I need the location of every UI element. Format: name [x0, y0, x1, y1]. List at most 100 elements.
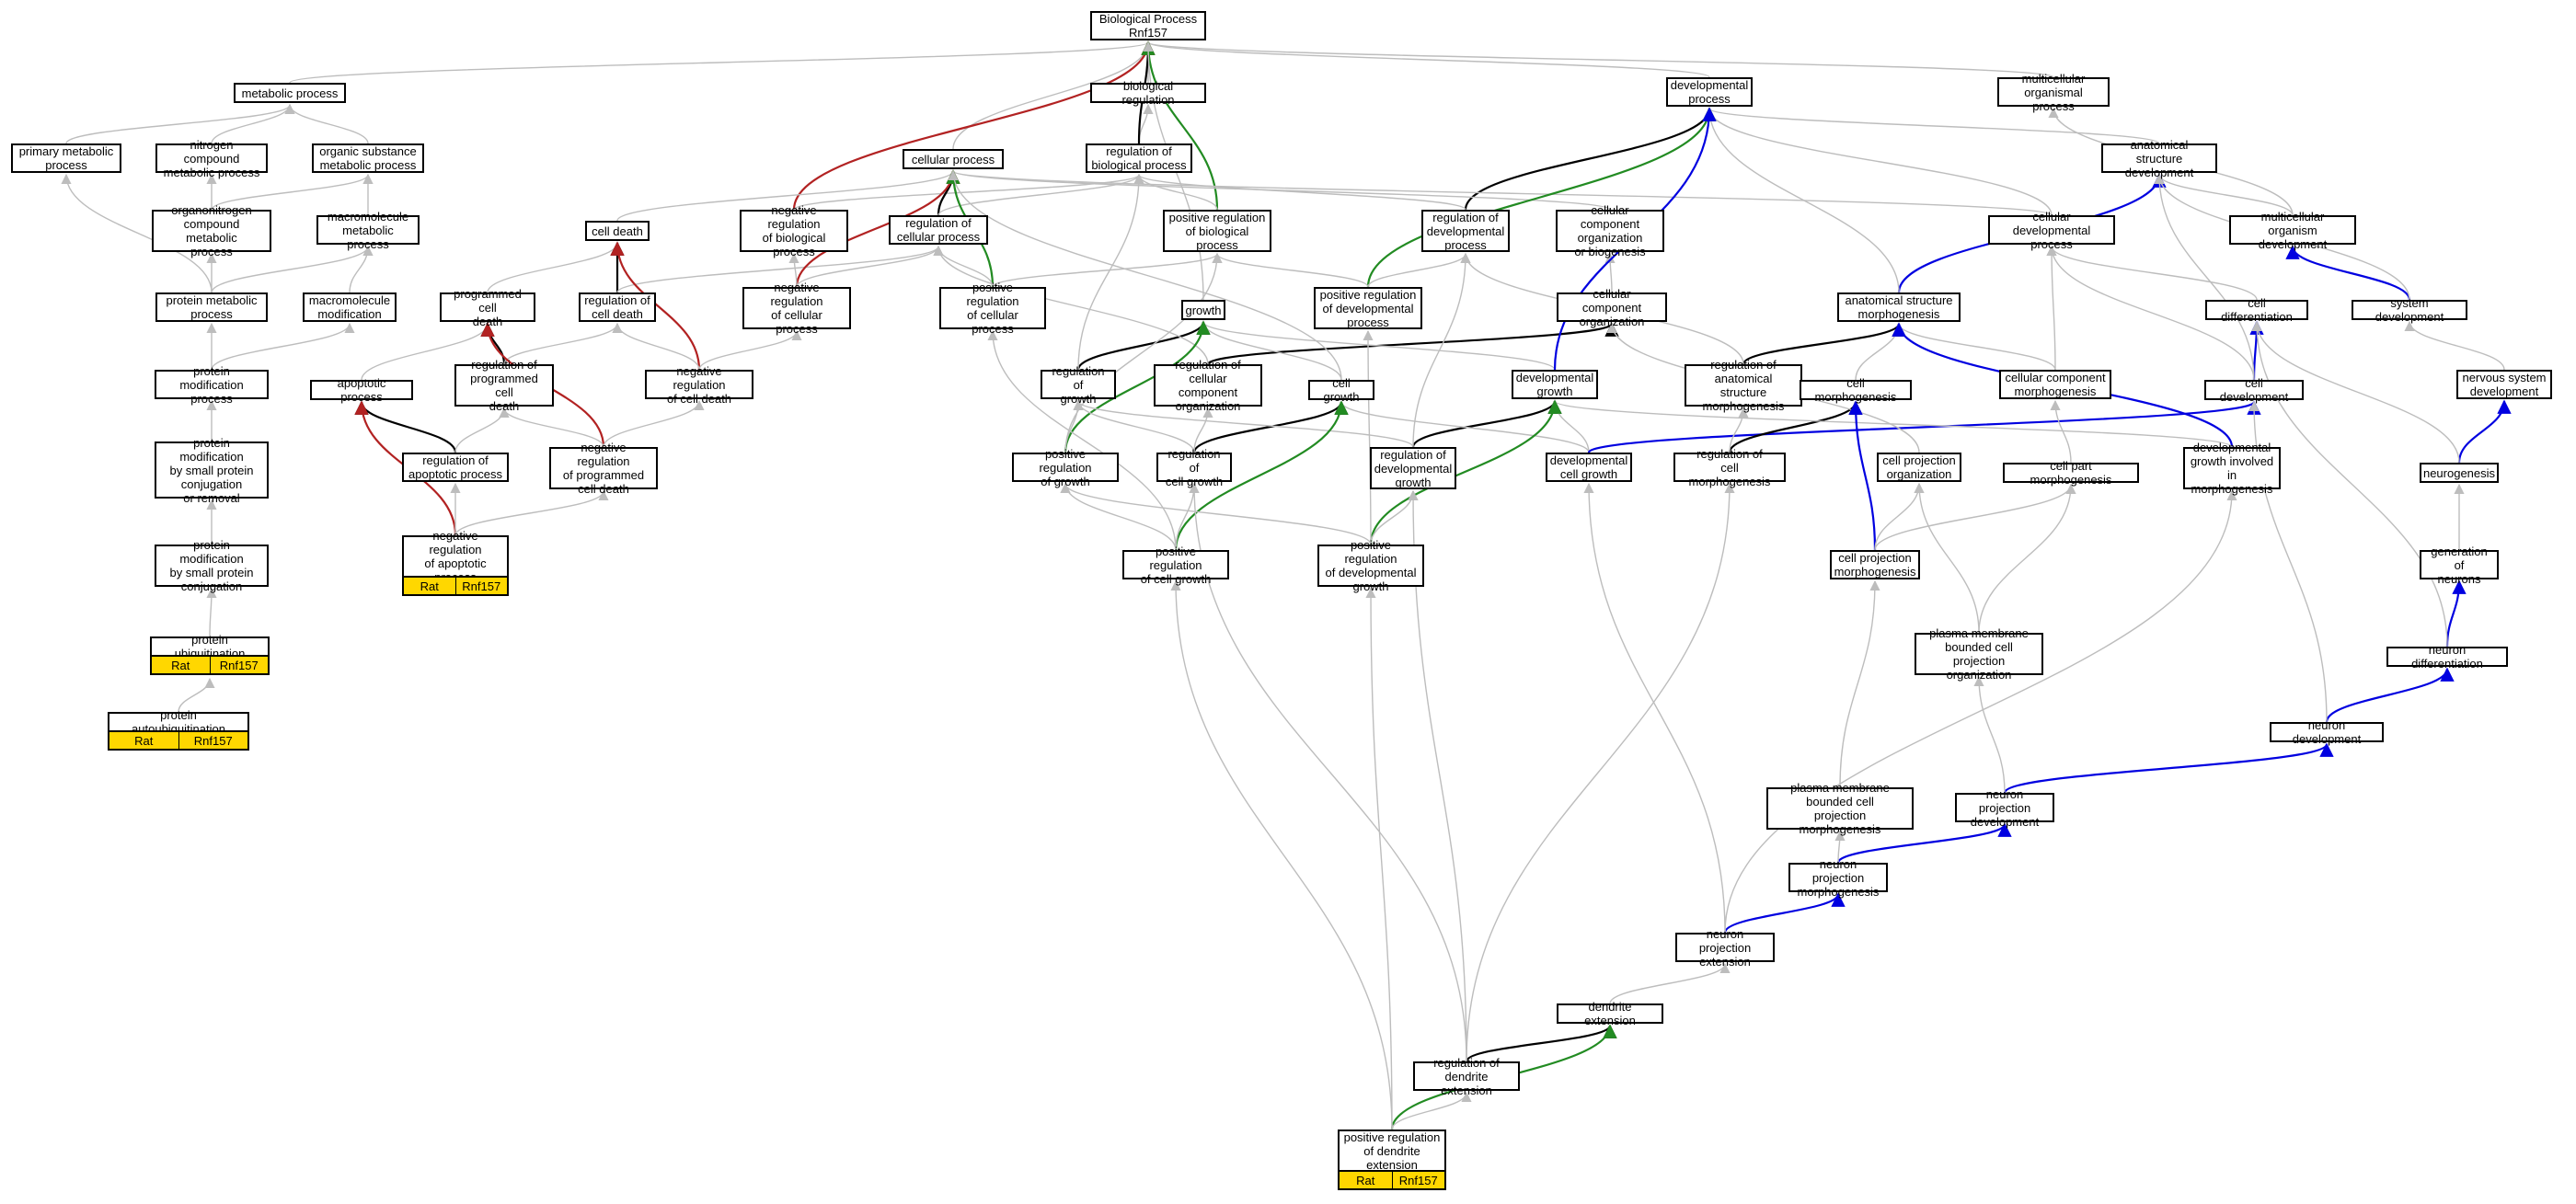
go-term-negregapop[interactable]: negative regulation of apoptotic process: [402, 529, 509, 584]
edge-regapop-to-apoptotic: [354, 400, 457, 453]
go-term-progdeath[interactable]: programmed cell death: [440, 287, 535, 328]
go-term-anatdev[interactable]: anatomical structure development: [2101, 138, 2217, 179]
go-term-posregdevgrowth[interactable]: positive regulation of developmental gro…: [1317, 538, 1424, 593]
go-term-posregcell[interactable]: positive regulation of cellular process: [939, 281, 1046, 336]
go-term-organic[interactable]: organic substance metabolic process: [312, 143, 424, 173]
edge-posregdevgrowth-to-posregdev: [1363, 329, 1374, 545]
go-term-regprogdeath[interactable]: regulation of programmed cell death: [454, 358, 554, 413]
go-term-cellmorph[interactable]: cell morphogenesis: [1800, 376, 1912, 404]
go-term-devproc[interactable]: developmental process: [1666, 77, 1753, 107]
edge-cellprojmorph-to-cpm: [1874, 483, 2076, 551]
go-term-posregdendext[interactable]: positive regulation of dendrite extensio…: [1338, 1129, 1446, 1172]
edge-npdev-to-neurondev: [2003, 742, 2334, 794]
go-term-npdev[interactable]: neuron projection development: [1955, 787, 2054, 829]
go-term-devgrowth[interactable]: developmental growth: [1512, 370, 1598, 399]
edge-devgrowth-to-growth: [1198, 320, 1556, 371]
go-term-growth[interactable]: growth: [1181, 300, 1225, 320]
go-term-protmet[interactable]: protein metabolic process: [155, 292, 268, 322]
go-term-protmodremoval[interactable]: protein modification by small protein co…: [155, 436, 269, 505]
go-term-metabolic[interactable]: metabolic process: [234, 83, 346, 103]
go-term-regcco[interactable]: regulation of cellular component organiz…: [1154, 358, 1262, 413]
edge-protubiq-to-protmodconj: [206, 587, 217, 637]
go-term-posregbio[interactable]: positive regulation of biological proces…: [1163, 210, 1271, 252]
go-term-protmodproc[interactable]: protein modification process: [155, 364, 269, 406]
go-term-dendext[interactable]: dendrite extension: [1557, 1000, 1663, 1027]
go-term-regasm[interactable]: regulation of anatomical structure morph…: [1685, 358, 1802, 413]
annotation-species: Rat: [171, 658, 190, 672]
go-term-cco[interactable]: cellular component organization: [1557, 287, 1667, 328]
go-term-celldevproc[interactable]: cellular developmental process: [1988, 210, 2115, 251]
go-term-negregbio[interactable]: negative regulation of biological proces…: [740, 203, 848, 258]
go-term-neurondev[interactable]: neuron development: [2270, 718, 2384, 746]
go-term-ccob[interactable]: cellular component organization or bioge…: [1556, 203, 1664, 258]
go-term-protmodconj[interactable]: protein modification by small protein co…: [155, 538, 269, 593]
edge-celldev-to-celldevproc: [2046, 245, 2255, 381]
go-term-neurogenesis[interactable]: neurogenesis: [2420, 463, 2499, 483]
edge-cellproc-to-root: [952, 40, 1154, 150]
go-term-negregprogdeath[interactable]: negative regulation of programmed cell d…: [549, 441, 658, 496]
go-term-cpm[interactable]: cell part morphogenesis: [2003, 459, 2139, 487]
go-term-posregcellgrowth[interactable]: positive regulation of cell growth: [1122, 545, 1229, 586]
go-term-macromod[interactable]: macromolecule modification: [303, 292, 397, 322]
edge-negregprogdeath-to-regprogdeath: [499, 407, 604, 448]
edge-cco-to-ccob: [1604, 252, 1616, 293]
edge-neurondiff-to-celldiff: [2251, 320, 2448, 648]
go-term-multiorg[interactable]: multicellular organismal process: [1997, 72, 2110, 113]
go-term-posregdev[interactable]: positive regulation of developmental pro…: [1314, 287, 1422, 329]
go-term-neurondiff[interactable]: neuron differentiation: [2386, 643, 2508, 671]
go-term-apoptotic[interactable]: apoptotic process: [310, 376, 413, 404]
edge-cellprojmorph-to-cpo: [1874, 482, 1925, 551]
go-term-organonitro[interactable]: organonitrogen compound metabolic proces…: [152, 203, 271, 258]
annotation-species: Rat: [134, 733, 154, 748]
go-term-negregcelldeath[interactable]: negative regulation of cell death: [645, 364, 753, 406]
go-term-primmet[interactable]: primary metabolic process: [11, 143, 121, 173]
go-term-regdevgrowth[interactable]: regulation of developmental growth: [1370, 447, 1456, 489]
go-term-protubiq[interactable]: protein ubiquitination: [150, 633, 270, 660]
go-term-macromet[interactable]: macromolecule metabolic process: [316, 210, 420, 251]
go-term-bioreg[interactable]: biological regulation: [1090, 79, 1206, 107]
edge-organonitro-to-organic: [211, 173, 374, 211]
go-term-cellgrowth[interactable]: cell growth: [1308, 376, 1374, 404]
go-term-nsdev[interactable]: nervous system development: [2456, 370, 2552, 399]
go-term-celldiff[interactable]: cell differentiation: [2205, 296, 2308, 324]
go-term-cellprojmorph[interactable]: cell projection morphogenesis: [1830, 550, 1920, 579]
go-term-ccm[interactable]: cellular component morphogenesis: [1999, 370, 2111, 399]
go-term-regcellmorph[interactable]: regulation of cell morphogenesis: [1673, 447, 1786, 488]
edge-regcelldeath-to-regcell: [616, 245, 944, 293]
go-term-asm[interactable]: anatomical structure morphogenesis: [1837, 292, 1961, 322]
annotation-gene: Rnf157: [178, 732, 248, 749]
go-term-regbio[interactable]: regulation of biological process: [1086, 143, 1192, 173]
edge-regapop-to-regprogdeath: [454, 407, 510, 453]
go-term-regapop[interactable]: regulation of apoptotic process: [402, 453, 509, 482]
go-term-devcellgrowth[interactable]: developmental cell growth: [1546, 453, 1632, 482]
go-term-celldeath[interactable]: cell death: [585, 221, 650, 241]
go-term-regdev[interactable]: regulation of developmental process: [1421, 210, 1510, 252]
edge-posregcellgrowth-to-cellgrowth: [1174, 400, 1349, 551]
go-term-negregcell[interactable]: negative regulation of cellular process: [742, 281, 851, 336]
go-term-regdendext[interactable]: regulation of dendrite extension: [1413, 1056, 1520, 1097]
go-term-cpo[interactable]: cell projection organization: [1877, 453, 1961, 482]
go-term-regcelldeath[interactable]: regulation of cell death: [579, 292, 656, 322]
edge-organic-to-metabolic: [284, 103, 369, 144]
go-term-pmbcpo[interactable]: plasma membrane bounded cell projection …: [1915, 626, 2043, 682]
go-term-root[interactable]: Biological Process Rnf157: [1090, 11, 1206, 40]
go-term-celldev[interactable]: cell development: [2204, 376, 2304, 404]
edge-negregcelldeath-to-negregcell: [698, 329, 802, 371]
go-term-multidev[interactable]: multicellular organism development: [2229, 210, 2356, 251]
go-term-sysdev[interactable]: system development: [2352, 296, 2467, 324]
go-term-pmbcpm[interactable]: plasma membrane bounded cell projection …: [1766, 781, 1914, 836]
go-term-regcell[interactable]: regulation of cellular process: [889, 215, 988, 245]
go-term-regcellgrowth[interactable]: regulation of cell growth: [1156, 447, 1232, 488]
go-term-cellproc[interactable]: cellular process: [903, 149, 1004, 169]
go-term-protautoubiq[interactable]: protein autoubiquitination: [108, 708, 249, 736]
edge-npext-to-devcellgrowth: [1583, 482, 1726, 934]
go-term-posreggrowth[interactable]: positive regulation of growth: [1012, 447, 1119, 488]
edge-celldev-to-anatdev: [2154, 173, 2255, 381]
go-term-genneurons[interactable]: generation of neurons: [2420, 545, 2499, 586]
go-term-npext[interactable]: neuron projection extension: [1675, 927, 1775, 969]
go-term-devgrowthmorph[interactable]: developmental growth involved in morphog…: [2183, 441, 2281, 496]
go-term-reggrowth[interactable]: regulation of growth: [1041, 364, 1116, 406]
go-term-nitro[interactable]: nitrogen compound metabolic process: [155, 138, 268, 179]
go-term-npmorph[interactable]: neuron projection morphogenesis: [1788, 857, 1888, 899]
